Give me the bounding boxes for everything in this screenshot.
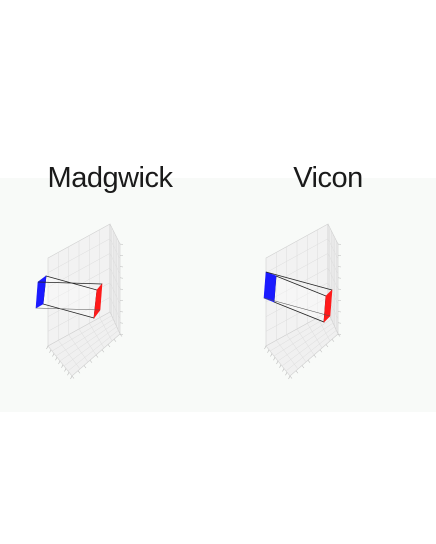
box-edge — [37, 281, 103, 285]
axis-tick — [267, 349, 270, 353]
axis-tick — [83, 365, 87, 369]
axis-tick — [276, 360, 279, 365]
box-blue-face — [263, 271, 277, 303]
axis-tick — [337, 288, 342, 290]
box-edge — [35, 307, 101, 311]
axis-tick — [282, 368, 285, 372]
axis-tick — [337, 243, 342, 245]
axis-tick — [337, 333, 341, 337]
vicon-figure: Vicon — [228, 0, 428, 544]
axis-tick — [67, 372, 70, 376]
3d-axes-vicon — [263, 223, 342, 380]
axis-tick — [46, 345, 49, 350]
axis-tick — [337, 254, 342, 257]
axis-tick — [119, 333, 123, 337]
axis-tick — [55, 357, 58, 361]
box-edge — [263, 297, 331, 317]
axis-tick — [264, 345, 267, 350]
axis-tick — [288, 375, 291, 380]
chart-title: Madgwick — [47, 162, 173, 194]
axis-tick — [119, 254, 124, 257]
axis-tick — [119, 277, 124, 279]
axis-tick — [95, 354, 99, 358]
axis-tick — [279, 364, 282, 368]
axis-tick — [337, 277, 342, 279]
madgwick-figure: Madgwick — [10, 0, 210, 544]
axis-tick — [71, 375, 75, 379]
axis-tick — [89, 360, 93, 363]
axis-tick — [70, 375, 73, 380]
axis-tick — [295, 370, 299, 374]
axis-tick — [285, 372, 288, 376]
axis-tick — [107, 344, 111, 348]
axis-tick — [319, 349, 323, 353]
grid-line — [67, 330, 119, 372]
box-blue-face — [35, 275, 47, 309]
axis-tick — [101, 349, 105, 353]
axis-tick — [337, 266, 342, 268]
box-edge — [265, 271, 333, 291]
axis-tick — [58, 360, 61, 365]
axis-tick — [289, 375, 293, 379]
axis-tick — [61, 364, 64, 368]
chart-title: Vicon — [293, 162, 363, 194]
axis-tick — [337, 333, 342, 335]
axis-tick — [270, 353, 273, 357]
axis-tick — [307, 360, 311, 363]
3d-axes-madgwick — [35, 223, 124, 380]
axis-tick — [113, 339, 117, 342]
axis-tick — [119, 333, 124, 335]
axis-tick — [119, 243, 124, 245]
axis-tick — [331, 339, 335, 342]
axis-tick — [119, 299, 124, 302]
axis-tick — [301, 365, 305, 369]
axis-tick — [49, 349, 52, 353]
axis-tick — [119, 311, 124, 313]
axis-tick — [337, 311, 342, 313]
axis-tick — [119, 322, 124, 324]
axis-tick — [325, 344, 329, 348]
axis-tick — [119, 288, 124, 290]
axis-tick — [337, 322, 342, 324]
axis-tick — [313, 354, 317, 358]
axis-tick — [337, 299, 342, 302]
axis-tick — [52, 353, 55, 357]
axis-tick — [64, 368, 67, 372]
axis-tick — [77, 370, 81, 374]
grid-line — [285, 330, 337, 372]
axis-tick — [119, 266, 124, 268]
axis-tick — [273, 357, 276, 361]
